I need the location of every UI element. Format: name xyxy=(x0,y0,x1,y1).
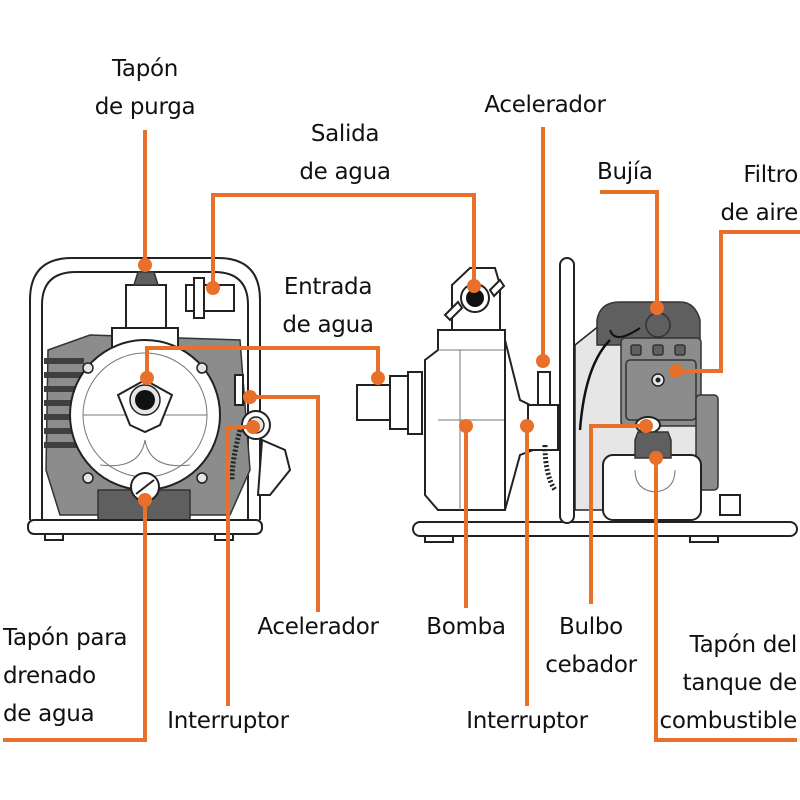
fuel-cap xyxy=(634,431,672,459)
label-line: cebador xyxy=(545,652,637,678)
leader-dot-bujia xyxy=(650,301,664,315)
leader-salida-agua xyxy=(211,193,476,288)
front-outlet-collar xyxy=(193,277,205,319)
label-entrada-agua: Entrada de agua xyxy=(268,268,388,344)
leader-dot-tapon-tanque xyxy=(649,451,663,465)
side-handle xyxy=(559,257,575,524)
front-inlet-hole xyxy=(135,390,155,410)
label-line: Tapón para xyxy=(3,625,128,651)
label-line: de purga xyxy=(94,94,196,120)
bolt xyxy=(82,472,94,484)
bolt xyxy=(82,362,94,374)
label-line: de agua xyxy=(3,701,95,727)
leader-bulbo-cebador xyxy=(589,424,646,604)
label-acelerador-front: Acelerador xyxy=(243,608,393,646)
side-inlet-pipe xyxy=(356,384,393,421)
side-view-drawing xyxy=(356,257,798,543)
front-cable xyxy=(229,429,243,481)
leader-dot-acelerador-front xyxy=(243,390,257,404)
leader-lines xyxy=(3,127,800,742)
label-line: tanque de xyxy=(682,670,798,696)
label-interruptor-front: Interruptor xyxy=(153,702,303,740)
side-base xyxy=(412,521,798,537)
label-bulbo-cebador: Bulbo cebador xyxy=(536,608,646,684)
front-throttle-lever xyxy=(234,374,244,406)
label-line: Interruptor xyxy=(466,708,588,734)
label-tapon-drenado: Tapón para drenado de agua xyxy=(3,619,127,733)
label-line: de aire xyxy=(720,200,798,226)
leader-acelerador-front xyxy=(250,395,320,612)
leader-tapon-drenado xyxy=(3,500,147,742)
leader-dot-acelerador-side xyxy=(536,354,550,368)
leader-entrada-agua xyxy=(145,346,380,378)
leader-dot-entrada-front xyxy=(140,371,154,385)
leader-dot-bomba xyxy=(459,419,473,433)
label-line: Entrada xyxy=(283,274,373,300)
label-tapon-tanque: Tapón del tanque de combustible xyxy=(659,626,797,740)
front-handle-side xyxy=(256,438,292,496)
leader-filtro-aire xyxy=(676,230,800,373)
label-tapon-purga: Tapón de purga xyxy=(85,50,205,126)
leader-dot-tapon-purga xyxy=(138,258,152,272)
label-salida-agua: Salida de agua xyxy=(285,115,405,191)
label-line: Tapón xyxy=(111,56,179,82)
label-line: Salida xyxy=(310,121,380,147)
label-line: Tapón del xyxy=(689,632,798,658)
label-line: Filtro xyxy=(743,162,798,188)
label-line: Bomba xyxy=(426,614,506,640)
fuel-tank xyxy=(602,454,702,521)
leader-dot-entrada-side xyxy=(371,371,385,385)
leader-dot-interruptor-front xyxy=(246,420,260,434)
label-filtro-aire: Filtro de aire xyxy=(720,156,798,232)
label-line: drenado xyxy=(3,663,96,689)
leader-interruptor-front xyxy=(226,425,253,706)
label-interruptor-side: Interruptor xyxy=(452,702,602,740)
label-line: Acelerador xyxy=(484,92,606,118)
spark-plug xyxy=(645,312,671,338)
side-cable xyxy=(542,444,558,492)
leader-dot-bulbo-cebador xyxy=(639,419,653,433)
cooling-fins xyxy=(44,358,84,448)
leader-dot-filtro-aire xyxy=(669,364,683,378)
label-bujia: Bujía xyxy=(597,153,653,191)
label-line: Acelerador xyxy=(257,614,379,640)
leader-tapon-tanque xyxy=(654,458,797,742)
label-line: Bujía xyxy=(597,159,653,185)
bolt xyxy=(196,362,208,374)
label-line: de agua xyxy=(282,312,374,338)
label-line: Bulbo xyxy=(559,614,623,640)
label-line: de agua xyxy=(299,159,391,185)
label-bomba: Bomba xyxy=(416,608,516,646)
label-line: Interruptor xyxy=(167,708,289,734)
leader-dot-tapon-drenado xyxy=(138,493,152,507)
front-purge-cap xyxy=(132,271,160,286)
front-top-block xyxy=(125,284,167,331)
leader-dot-salida-front xyxy=(206,281,220,295)
leader-bujia xyxy=(600,190,659,308)
bolt xyxy=(196,472,208,484)
label-acelerador-side: Acelerador xyxy=(470,86,620,124)
label-line: combustible xyxy=(659,708,797,734)
leader-dot-salida-side xyxy=(467,279,481,293)
leader-dot-interruptor-side xyxy=(520,419,534,433)
